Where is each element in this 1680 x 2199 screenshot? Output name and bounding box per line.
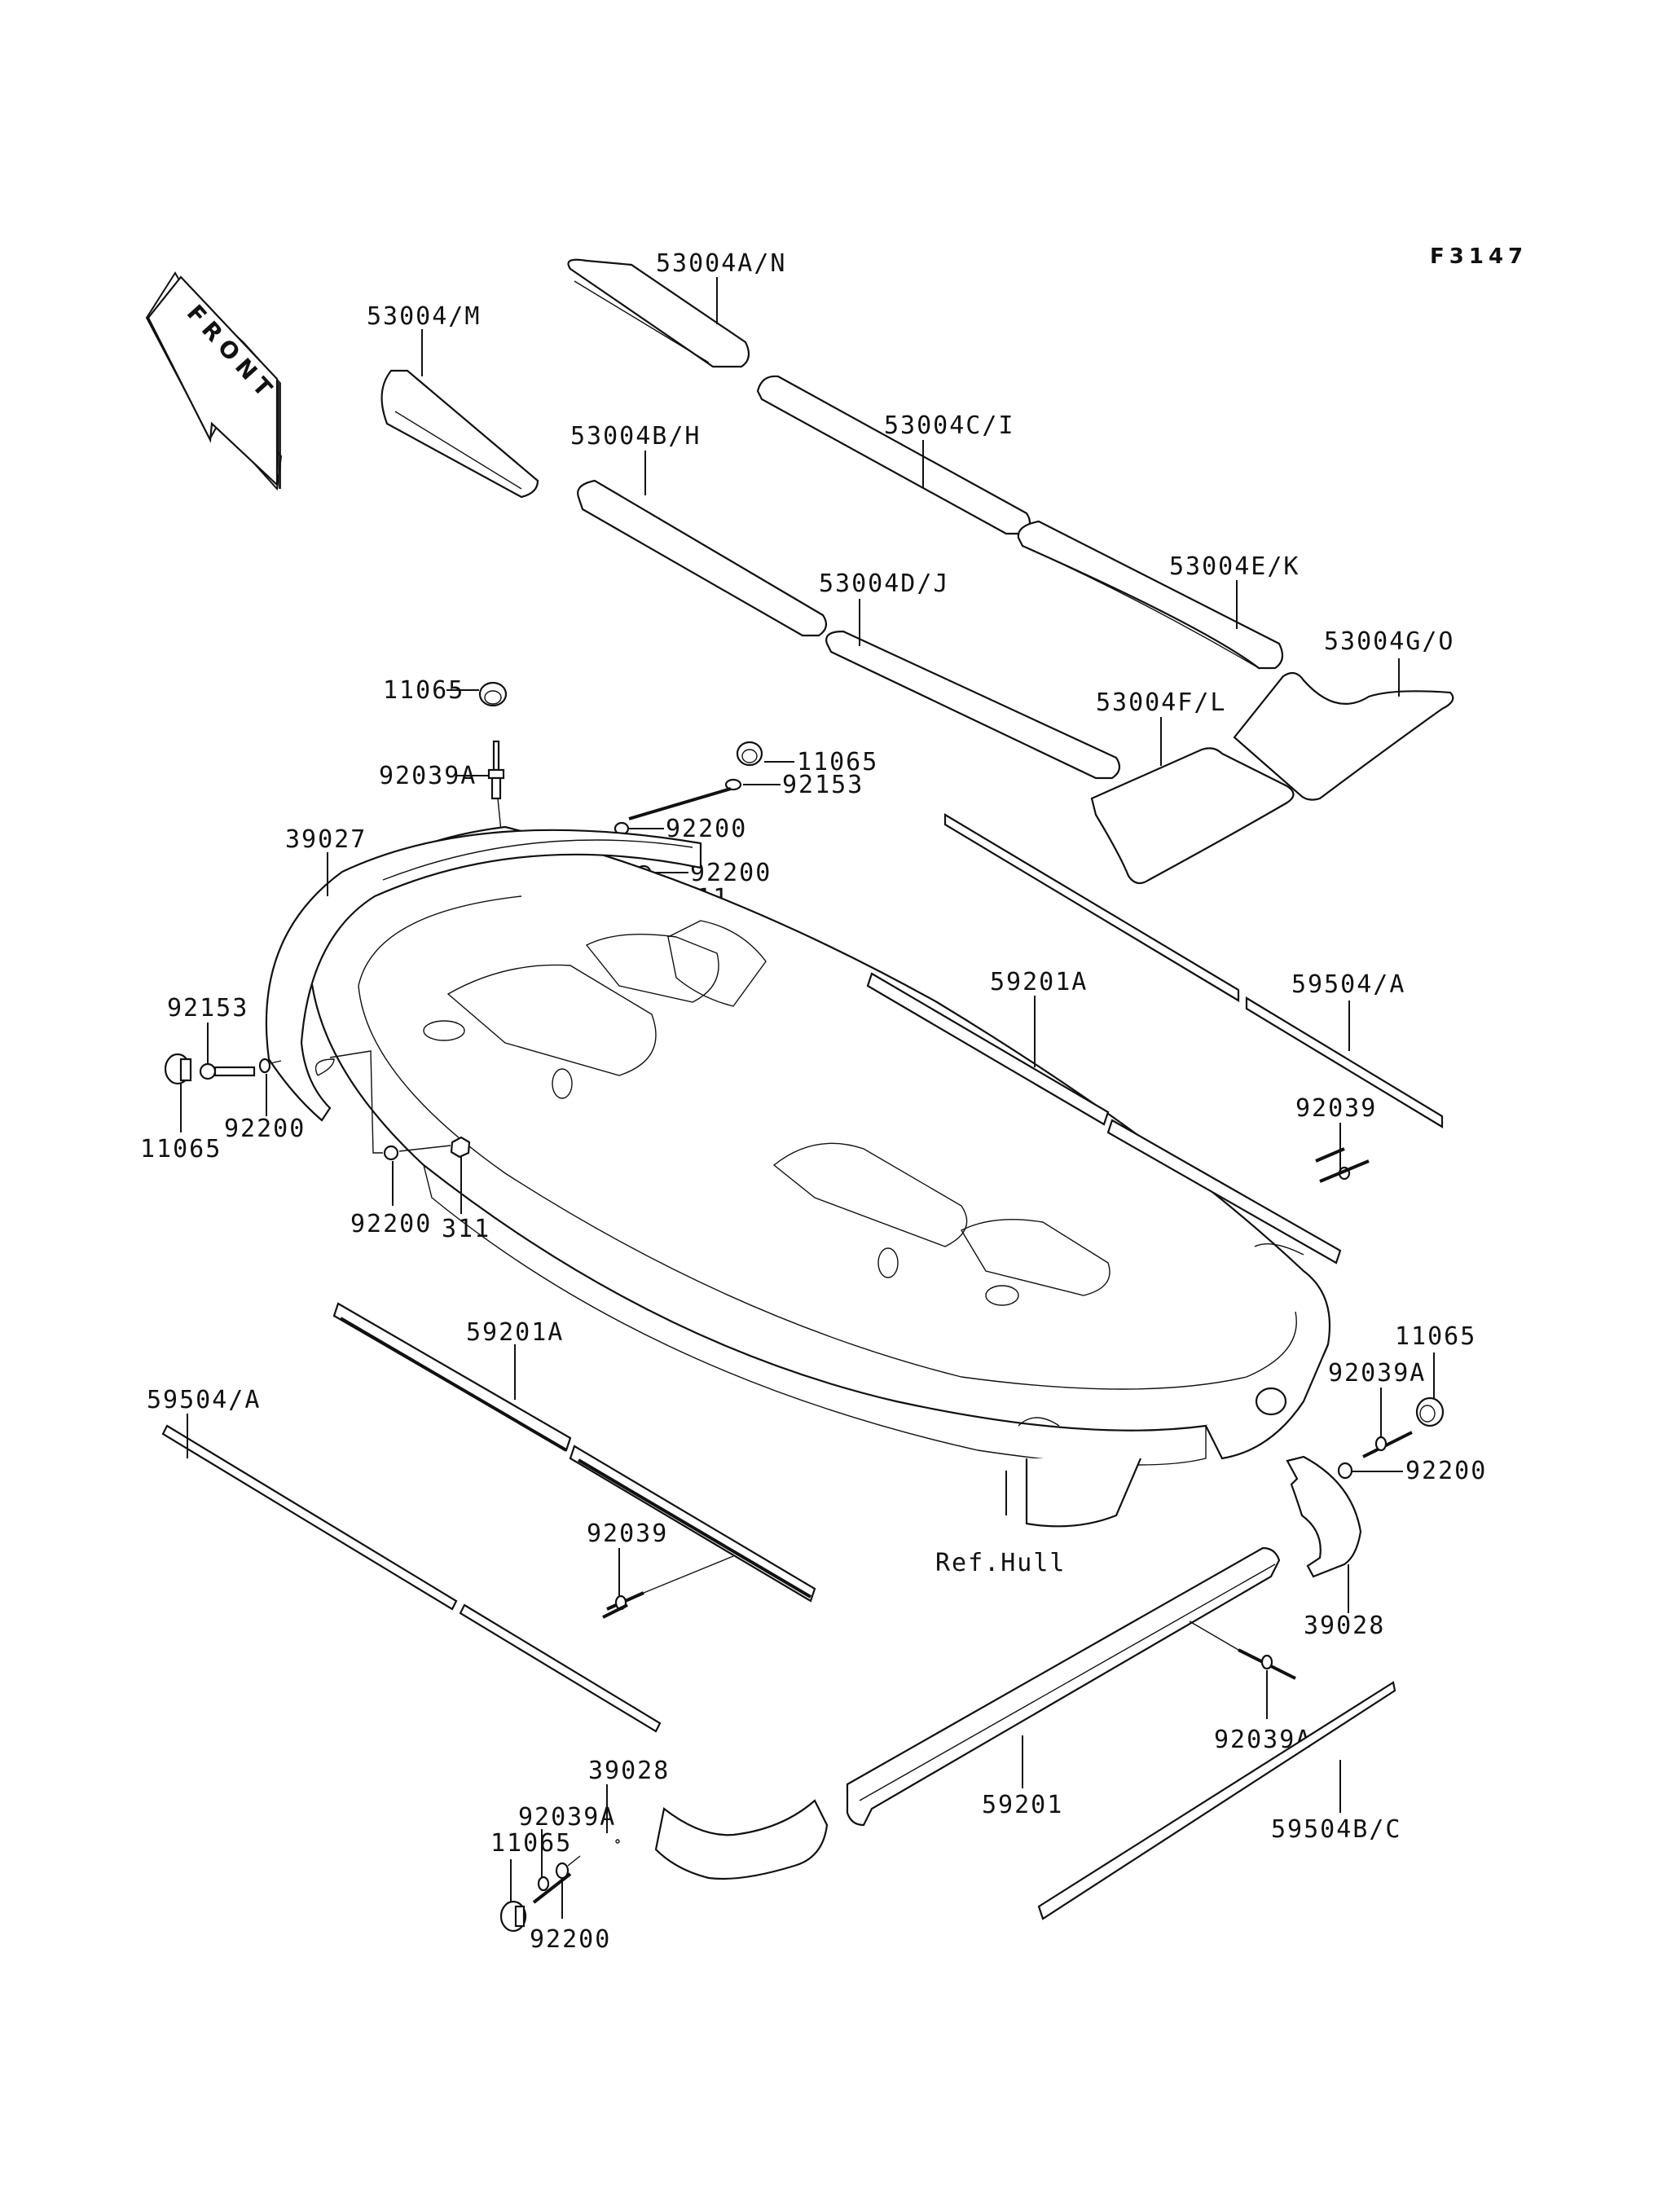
label-11065-bottom[interactable]: 11065: [490, 1829, 572, 1858]
label-53004-e-k[interactable]: 53004E/K: [1169, 552, 1300, 581]
label-92039-right[interactable]: 92039: [1295, 1094, 1377, 1123]
label-59201a-right[interactable]: 59201A: [990, 968, 1088, 996]
label-92200-left[interactable]: 92200: [224, 1115, 306, 1143]
bumper-39027[interactable]: [265, 829, 702, 1122]
washer-92200-right[interactable]: [1337, 1462, 1353, 1480]
strip-59504b-c[interactable]: [1037, 1681, 1396, 1920]
figure-code: F3147: [1430, 244, 1528, 269]
rivet-92039a-right[interactable]: [1362, 1431, 1413, 1458]
label-92153-left[interactable]: 92153: [167, 994, 248, 1023]
label-59201[interactable]: 59201: [982, 1791, 1063, 1819]
label-92039a-bottom[interactable]: 92039A: [518, 1803, 616, 1832]
rivet-92039-left[interactable]: [602, 1591, 644, 1619]
cap-11065-right[interactable]: [1415, 1396, 1445, 1427]
rail-59201a-right[interactable]: [866, 972, 1342, 1264]
screw-92153-left[interactable]: [199, 1062, 256, 1080]
screw-92153-mid[interactable]: [628, 778, 742, 820]
label-92039a-right[interactable]: 92039A: [1328, 1359, 1426, 1388]
cap-11065-mid[interactable]: [736, 741, 763, 767]
label-11065-top[interactable]: 11065: [383, 676, 464, 705]
label-92153-mid[interactable]: 92153: [782, 771, 864, 799]
rivet-92039a-bottom-right[interactable]: [1238, 1648, 1296, 1680]
rivet-92039a-top[interactable]: [487, 740, 505, 800]
label-59504-a-left[interactable]: 59504/A: [147, 1386, 261, 1414]
mat-53004-e-k[interactable]: [1017, 520, 1284, 670]
label-59504b-c[interactable]: 59504B/C: [1271, 1815, 1402, 1844]
nut-311-lower[interactable]: [450, 1136, 471, 1159]
mat-53004-c-i[interactable]: [756, 375, 1031, 535]
hull-outline: [308, 825, 1331, 1528]
label-92200-right[interactable]: 92200: [1405, 1457, 1487, 1485]
mat-53004-g-o[interactable]: [1233, 671, 1454, 801]
mat-53004-d-j[interactable]: [825, 630, 1121, 780]
label-92200-lower[interactable]: 92200: [350, 1210, 432, 1238]
cap-11065-top[interactable]: [478, 681, 508, 707]
rail-59201a-left[interactable]: [332, 1302, 816, 1603]
label-53004-d-j[interactable]: 53004D/J: [819, 570, 950, 598]
washer-92200-lower[interactable]: [383, 1145, 399, 1161]
label-53004-f-l[interactable]: 53004F/L: [1096, 688, 1227, 717]
label-92200-mid2[interactable]: 92200: [690, 859, 772, 887]
label-53004-g-o[interactable]: 53004G/O: [1324, 627, 1455, 656]
label-11065-left[interactable]: 11065: [140, 1135, 222, 1163]
label-311-lower[interactable]: 311: [442, 1215, 490, 1243]
label-ref-hull: Ref.Hull: [935, 1549, 1066, 1577]
label-53004-c-i[interactable]: 53004C/I: [884, 411, 1015, 440]
mat-53004-a-n[interactable]: [567, 258, 750, 368]
mat-53004-f-l[interactable]: [1090, 747, 1295, 885]
cap-11065-left[interactable]: [164, 1053, 192, 1085]
washer-92200-bottom[interactable]: [555, 1862, 570, 1880]
strip-59504-a-right[interactable]: [943, 813, 1444, 1128]
mat-53004-m[interactable]: [380, 369, 539, 499]
label-11065-right[interactable]: 11065: [1395, 1322, 1476, 1351]
label-53004-b-h[interactable]: 53004B/H: [570, 422, 701, 451]
mat-53004-b-h[interactable]: [577, 479, 828, 637]
label-92200-bottom[interactable]: 92200: [530, 1925, 611, 1954]
strip-59504-a-left[interactable]: [161, 1424, 662, 1733]
label-11065-mid[interactable]: 11065: [797, 748, 878, 776]
label-53004-m[interactable]: 53004/M: [367, 302, 481, 331]
bumper-39028-right[interactable]: [1286, 1455, 1362, 1578]
rivet-92039-right[interactable]: [1315, 1147, 1370, 1183]
front-arrow-icon: FRONT: [145, 271, 283, 491]
label-39027[interactable]: 39027: [285, 825, 367, 854]
label-92039a-top[interactable]: 92039A: [379, 762, 477, 790]
label-39028-bottom[interactable]: 39028: [588, 1757, 670, 1785]
rail-59201[interactable]: [846, 1546, 1281, 1827]
cap-11065-bottom[interactable]: [499, 1900, 527, 1933]
rivet-92039a-bottom[interactable]: [532, 1872, 572, 1904]
washer-92200-left[interactable]: [258, 1058, 271, 1074]
label-59201a-left[interactable]: 59201A: [466, 1318, 564, 1347]
label-92039-left[interactable]: 92039: [587, 1520, 668, 1548]
label-59504-a-right[interactable]: 59504/A: [1291, 970, 1405, 999]
label-39028-right[interactable]: 39028: [1304, 1612, 1385, 1640]
bumper-39028-bottom[interactable]: [615, 1799, 829, 1880]
label-92200-mid1[interactable]: 92200: [666, 815, 747, 843]
label-53004-a-n[interactable]: 53004A/N: [656, 249, 787, 278]
